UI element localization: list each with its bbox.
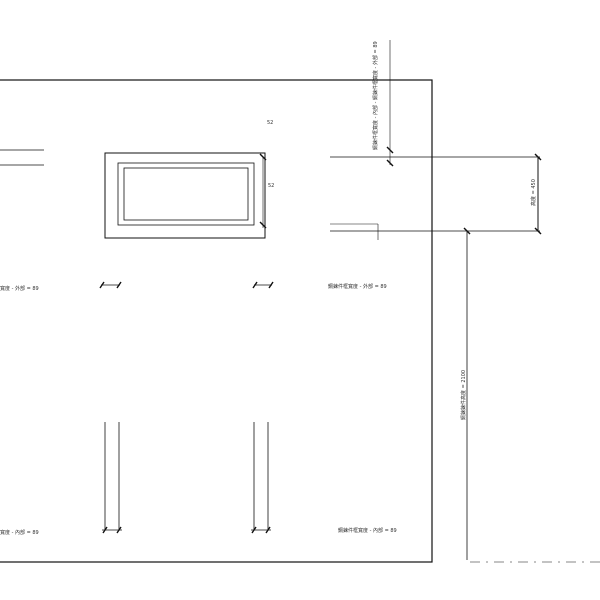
- inner-width-label-right: 鋼鍊件框寬度 - 內部 = 89: [338, 528, 397, 534]
- inner-width-label-left: 寬度 - 內部 = 89: [0, 530, 39, 536]
- outer-width-label-left: 寬度 - 外部 = 89: [0, 286, 39, 292]
- dim-label-b: 52: [268, 183, 275, 189]
- window-frame-outer: [104, 152, 266, 239]
- top-vertical-label: 鋼鍊件框寬度 - 內部 - 鋼鍊件框寬度 - 外部 = 89: [373, 41, 379, 150]
- window-glass: [123, 167, 249, 221]
- dim-label-a: 52: [267, 120, 274, 126]
- outer-width-label-right: 鋼鍊件框寬度 - 外部 = 89: [328, 284, 387, 290]
- height-label: 高度 = 450: [531, 179, 537, 206]
- window-frame-mid: [117, 162, 255, 226]
- total-height-label: 鋼鍊鍊件高度 = 2100: [461, 369, 467, 420]
- wall-outline: [0, 79, 433, 563]
